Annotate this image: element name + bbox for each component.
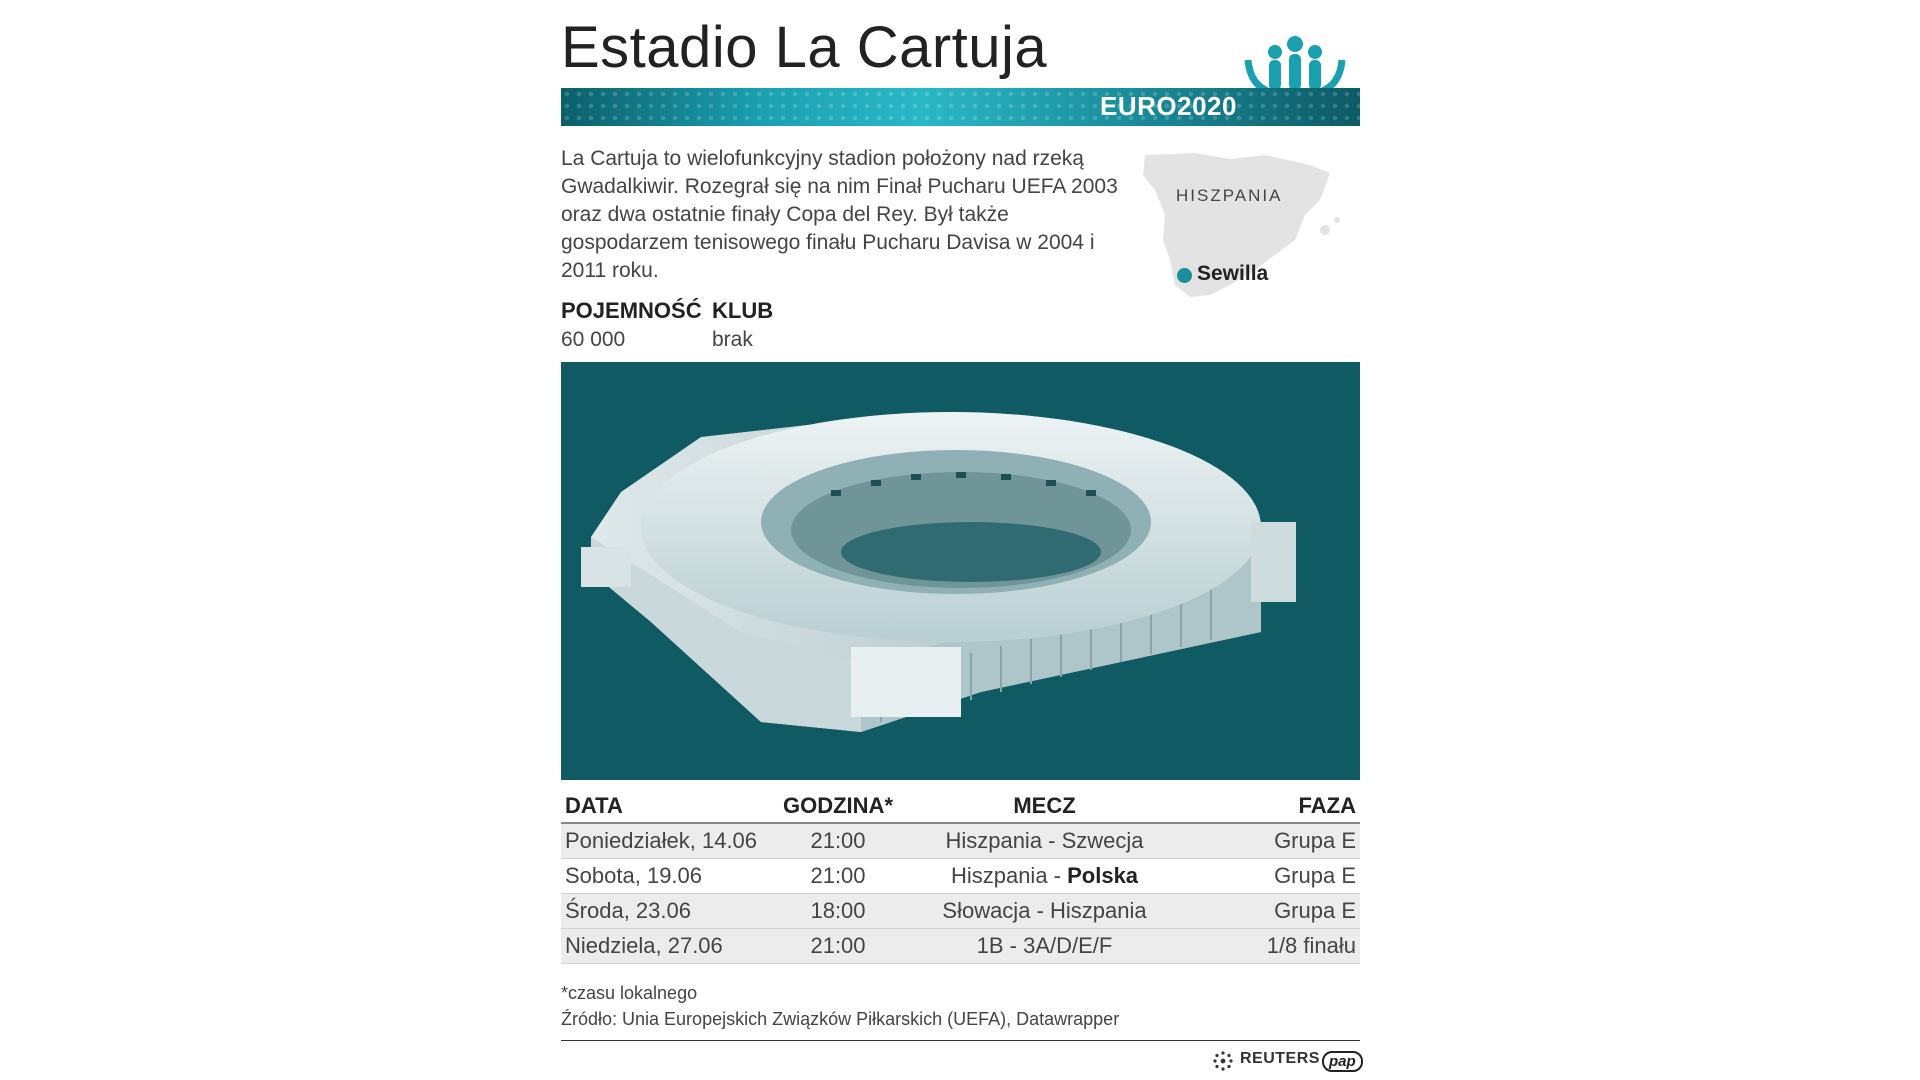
footnote-local-time: *czasu lokalnego (561, 983, 698, 1003)
stadium-illustration (561, 362, 1360, 780)
row-time: 21:00 (769, 823, 907, 859)
row-phase: 1/8 finału (1182, 928, 1360, 964)
club-label: KLUB (712, 298, 774, 323)
row-date: Sobota, 19.06 (561, 858, 769, 894)
source-note: Źródło: Unia Europejskich Związków Piłka… (561, 1009, 1120, 1029)
spain-map-icon (1143, 153, 1340, 297)
header-time: GODZINA* (769, 790, 907, 824)
club-value: brak (712, 328, 753, 351)
stadium-description: La Cartuja to wielofunkcyjny stadion poł… (561, 147, 1118, 282)
euro2020-wordmark: EURO2020 (1100, 91, 1237, 121)
row-match: Słowacja - Hiszpania (907, 893, 1182, 929)
pap-logo: pap (1322, 1051, 1363, 1072)
row-phase: Grupa E (1182, 893, 1360, 929)
row-phase: Grupa E (1182, 858, 1360, 894)
table-header-row: DATA GODZINA* MECZ FAZA (561, 790, 1360, 824)
row-match: 1B - 3A/D/E/F (907, 928, 1182, 964)
row-match: Hiszpania - Polska (907, 858, 1182, 894)
row-time: 18:00 (769, 893, 907, 929)
row-date: Środa, 23.06 (561, 893, 769, 929)
table-row: Sobota, 19.06 21:00 Hiszpania - Polska G… (561, 858, 1360, 894)
header-date: DATA (561, 790, 769, 824)
row-date: Poniedziałek, 14.06 (561, 823, 769, 859)
city-marker-icon (1177, 268, 1192, 283)
footer-divider (561, 1040, 1360, 1041)
euro2020-trophy-logo (1244, 36, 1346, 126)
row-match: Hiszpania - Szwecja (907, 823, 1182, 859)
stadium-drawing (581, 412, 1296, 732)
header-phase: FAZA (1182, 790, 1360, 824)
page-title: Estadio La Cartuja (561, 15, 1048, 80)
title-band (561, 88, 1360, 126)
capacity-value: 60 000 (561, 328, 626, 351)
row-time: 21:00 (769, 858, 907, 894)
match-schedule-table: DATA GODZINA* MECZ FAZA Poniedziałek, 14… (561, 790, 1360, 964)
map-country-label: HISZPANIA (1176, 186, 1283, 205)
table-row: Niedziela, 27.06 21:00 1B - 3A/D/E/F 1/8… (561, 928, 1360, 964)
match-text: Hiszpania - (950, 863, 1068, 888)
match-text: 1B - 3A/D/E/F (976, 933, 1113, 958)
match-text: Słowacja - Hiszpania (942, 898, 1147, 923)
row-date: Niedziela, 27.06 (561, 928, 769, 964)
table-row: Poniedziałek, 14.06 21:00 Hiszpania - Sz… (561, 823, 1360, 859)
capacity-label: POJEMNOŚĆ (561, 298, 702, 323)
reuters-logo-icon (1213, 1051, 1233, 1071)
reuters-wordmark: REUTERS (1240, 1050, 1320, 1067)
map-city-label: Sewilla (1197, 262, 1269, 285)
row-time: 21:00 (769, 928, 907, 964)
header-match: MECZ (907, 790, 1182, 824)
match-text: Hiszpania - Szwecja (945, 828, 1144, 853)
row-phase: Grupa E (1182, 823, 1360, 859)
table-row: Środa, 23.06 18:00 Słowacja - Hiszpania … (561, 893, 1360, 929)
match-highlight-team: Polska (1067, 863, 1139, 888)
title-band-pattern (561, 88, 1360, 126)
